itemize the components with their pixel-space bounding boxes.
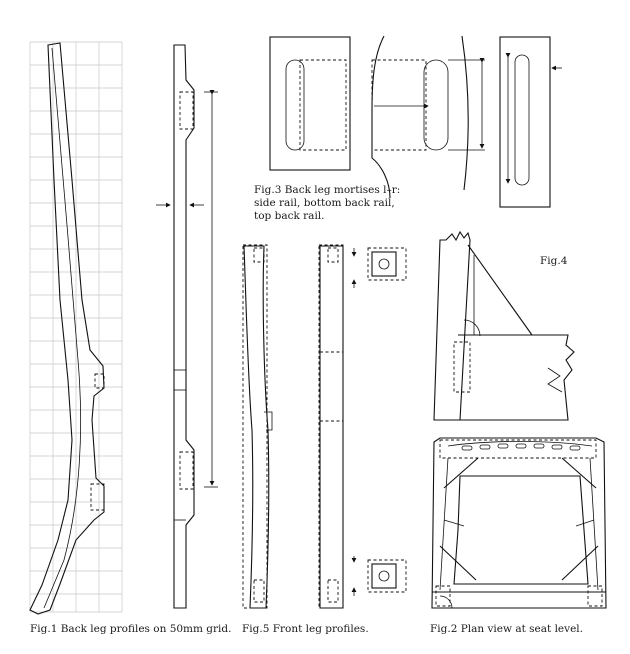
fig5-caption: Fig.5 Front leg profiles. [242,623,369,635]
fig4-label: Fig.4 [540,255,568,267]
fig3-caption-line-2: side rail, bottom back rail, [254,197,395,209]
fig1-back-leg-profile [29,41,123,615]
fig3-caption-line-1: Fig.3 Back leg mortises l–r: [254,184,401,196]
fig4-side-joint [433,230,575,421]
fig3-back-leg-mortises [269,35,562,208]
back-leg-front-view [156,44,218,609]
fig2-caption: Fig.2 Plan view at seat level. [430,623,583,635]
fig3-caption: Fig.3 Back leg mortises l–r: side rail, … [254,184,404,223]
fig2-back-rail-slots [461,443,581,451]
fig2-plan-view [431,437,607,609]
fig3-caption-line-3: top back rail. [254,210,325,222]
fig1-caption: Fig.1 Back leg profiles on 50mm grid. [30,623,232,635]
fig1-grid [29,41,123,613]
fig5-front-leg-profiles [242,244,407,609]
